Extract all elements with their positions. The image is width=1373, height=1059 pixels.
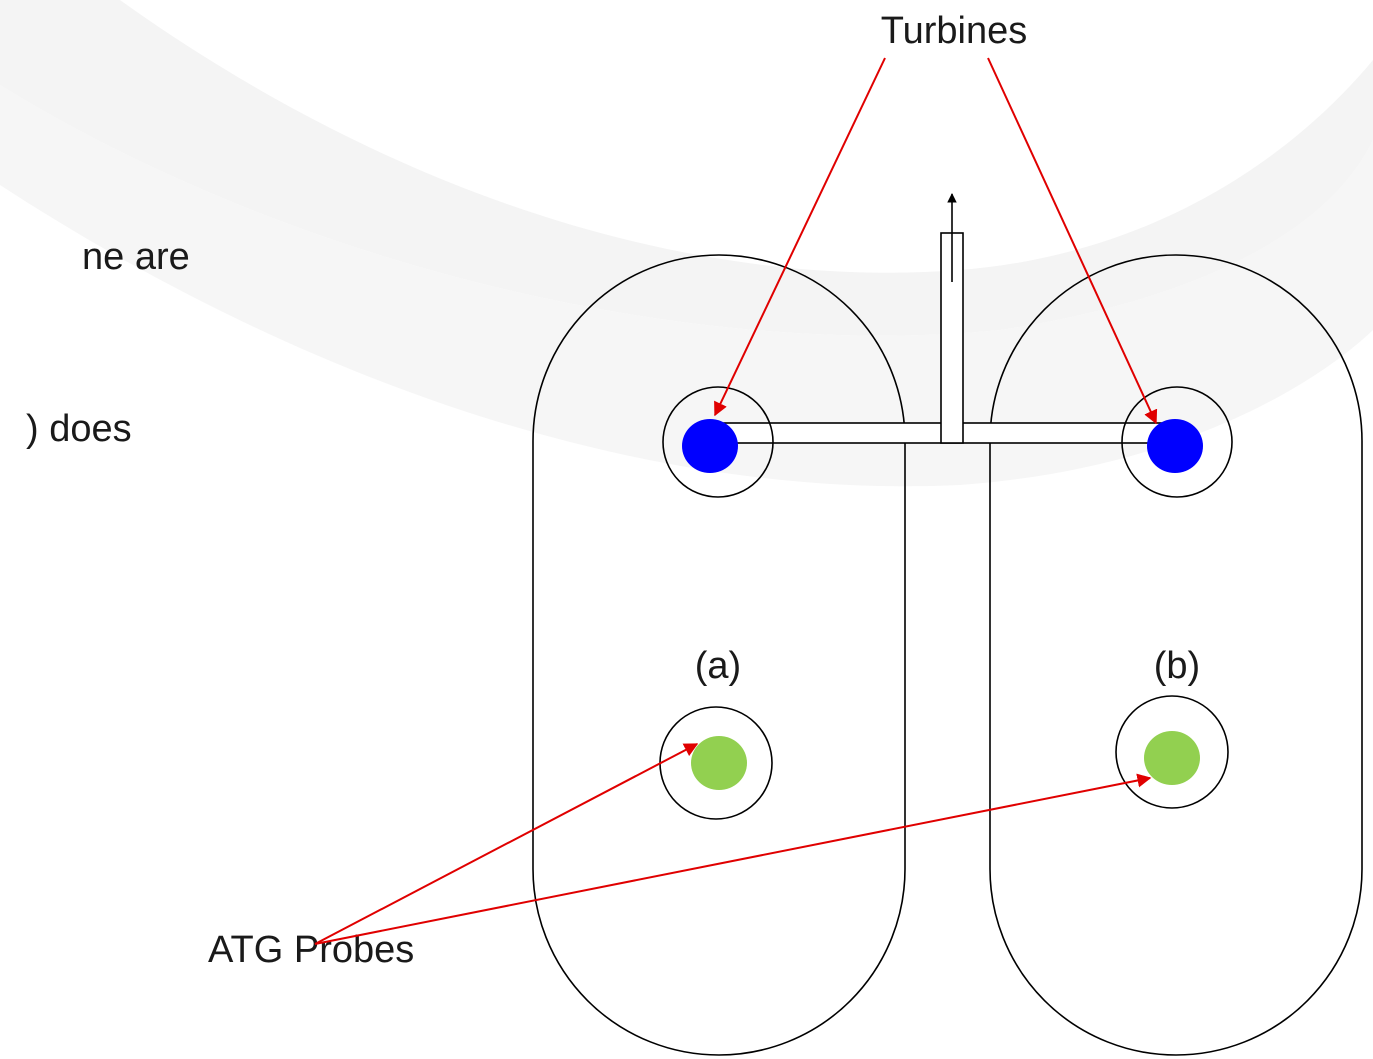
turbine-arrow-b [987, 57, 1158, 425]
tank-b-label: (b) [1154, 645, 1200, 687]
turbine-arrow-a [714, 57, 886, 417]
turbine-b [1147, 419, 1203, 473]
probe-arrow-b [314, 773, 1152, 945]
body-text-fragment: ne are [82, 236, 190, 278]
tank-a-label: (a) [695, 645, 741, 687]
tank-a-outline [532, 254, 906, 1056]
tank-b-outline [989, 254, 1363, 1056]
atg-probe-a [691, 736, 747, 790]
turbine-sump-a [662, 386, 774, 498]
turbine-a [682, 419, 738, 473]
turbines-label: Turbines [881, 10, 1027, 52]
swoosh-band-inner [120, 0, 1373, 273]
swoosh-lower [0, 85, 1373, 487]
probe-arrow-a [314, 743, 699, 945]
body-text-fragment: ) does [26, 408, 132, 450]
probe-riser-b [1115, 695, 1229, 809]
turbine-sump-b [1121, 386, 1233, 498]
atg-probes-label: ATG Probes [208, 929, 414, 971]
atg-probe-b [1144, 731, 1200, 785]
